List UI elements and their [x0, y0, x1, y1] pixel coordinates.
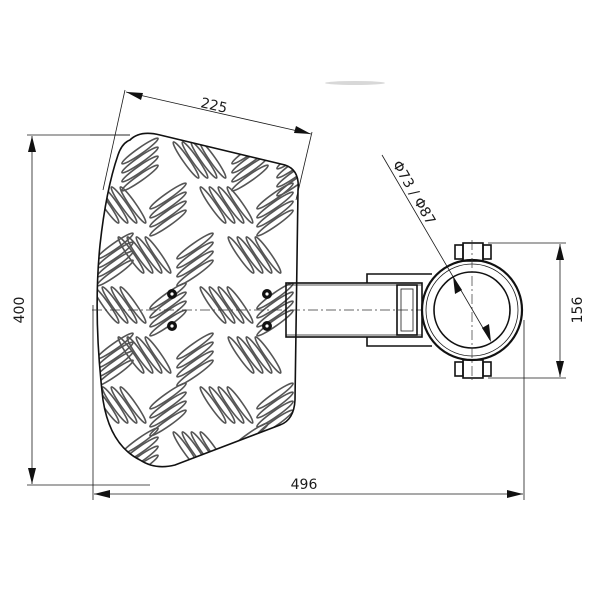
- tube-clamp: [420, 240, 524, 380]
- clamp-bolt-bottom-icon: [454, 359, 492, 379]
- scan-artifact: [325, 81, 385, 85]
- checker-tread-pattern: [97, 135, 299, 467]
- dimension-156-label: 156: [570, 297, 586, 324]
- support-arm: [285, 273, 432, 347]
- dimension-400-label: 400: [12, 297, 28, 324]
- plate-bolt-icon: [167, 289, 177, 299]
- checker-plate: [96, 132, 300, 468]
- plate-bolt-icon: [262, 289, 272, 299]
- dimension-height: 400: [12, 134, 150, 486]
- dimension-496-label: 496: [291, 477, 318, 493]
- plate-bolt-icon: [167, 321, 177, 331]
- dimension-overall-length: 496: [92, 305, 525, 500]
- dimension-225-label: 225: [199, 95, 229, 117]
- plate-bolt-icon: [262, 321, 272, 331]
- dimension-clamp-height: 156: [488, 242, 586, 379]
- dimension-diameter-label: Φ73 / Φ87: [389, 158, 439, 228]
- plate-outline: [96, 132, 300, 468]
- clamp-bolt-top-icon: [454, 242, 492, 262]
